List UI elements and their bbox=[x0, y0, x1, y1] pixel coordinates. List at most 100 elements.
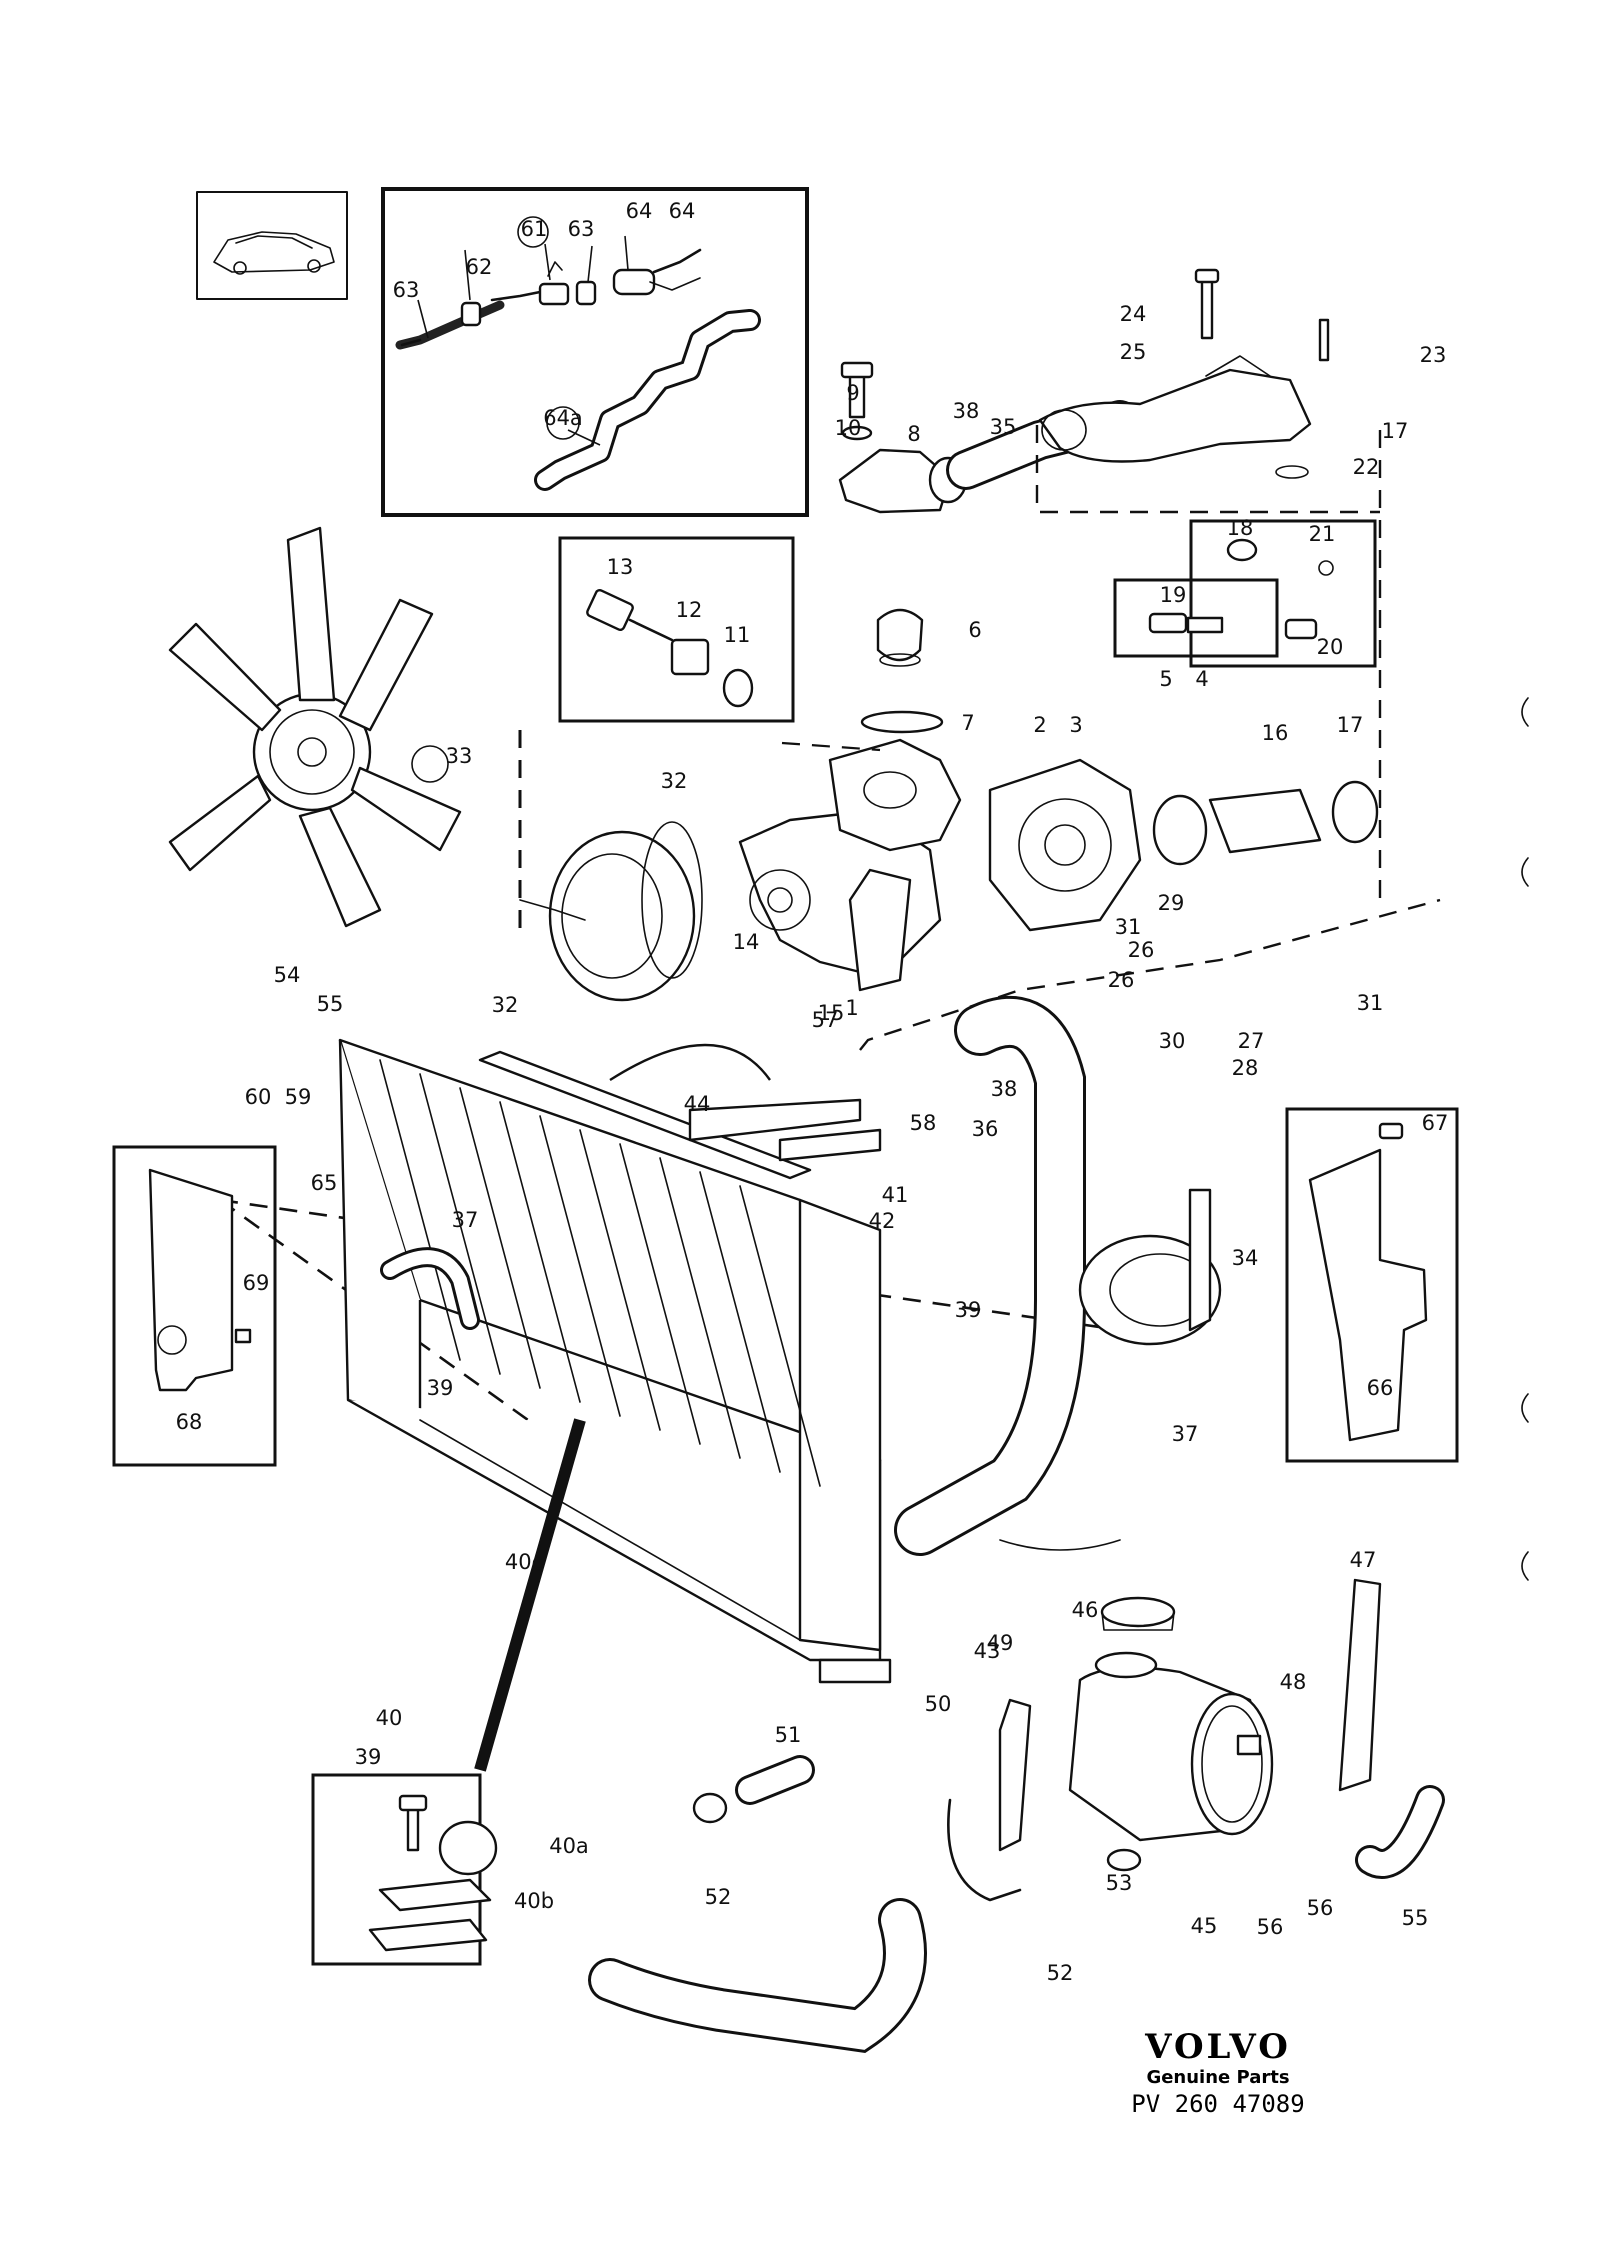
callout-31: 31 bbox=[1115, 915, 1142, 939]
inset-right-bracket bbox=[1285, 1107, 1459, 1463]
callout-54: 54 bbox=[274, 963, 301, 987]
brand-logo: VOLVO bbox=[1144, 2027, 1291, 2067]
callout-35: 35 bbox=[990, 415, 1017, 439]
callout-59: 59 bbox=[285, 1085, 312, 1109]
callout-13: 13 bbox=[607, 555, 634, 579]
callout-39: 39 bbox=[955, 1298, 982, 1322]
callout-64: 64 bbox=[626, 199, 653, 223]
callout-22: 22 bbox=[1353, 455, 1380, 479]
callout-16: 16 bbox=[1262, 721, 1289, 745]
callout-19: 19 bbox=[1160, 583, 1187, 607]
callout-48: 48 bbox=[1280, 1670, 1307, 1694]
callout-37: 37 bbox=[452, 1208, 479, 1232]
callout-27: 27 bbox=[1238, 1029, 1265, 1053]
callout-39: 39 bbox=[355, 1745, 382, 1769]
callout-37: 37 bbox=[1172, 1422, 1199, 1446]
callout-17: 17 bbox=[1337, 713, 1364, 737]
vehicle-thumbnail bbox=[196, 191, 348, 300]
callout-10: 10 bbox=[835, 416, 862, 440]
callout-62: 62 bbox=[466, 255, 493, 279]
brand-block: VOLVO Genuine Parts PV 260 47089 bbox=[1131, 2027, 1304, 2118]
callout-9: 9 bbox=[846, 381, 859, 405]
callout-30: 30 bbox=[1159, 1029, 1186, 1053]
callout-46: 46 bbox=[1072, 1598, 1099, 1622]
callout-58: 58 bbox=[910, 1111, 937, 1135]
callout-31: 31 bbox=[1357, 991, 1384, 1015]
callout-15: 15 bbox=[818, 1001, 845, 1025]
callout-55: 55 bbox=[1402, 1906, 1429, 1930]
callout-40b: 40b bbox=[514, 1889, 554, 1913]
callout-63: 63 bbox=[393, 278, 420, 302]
callout-11: 11 bbox=[724, 623, 751, 647]
callout-64: 64 bbox=[669, 199, 696, 223]
callout-38: 38 bbox=[953, 399, 980, 423]
callout-7: 7 bbox=[961, 711, 974, 735]
callout-51: 51 bbox=[775, 1723, 802, 1747]
callout-47: 47 bbox=[1350, 1548, 1377, 1572]
cooling-fan bbox=[168, 526, 462, 928]
callout-40a: 40a bbox=[549, 1834, 589, 1858]
callout-3: 3 bbox=[1069, 713, 1082, 737]
brand-reference: PV 260 47089 bbox=[1131, 2090, 1304, 2118]
inset-temp-sender bbox=[558, 536, 795, 723]
callout-52: 52 bbox=[705, 1885, 732, 1909]
brand-subtitle: Genuine Parts bbox=[1146, 2067, 1289, 2088]
callout-57: 57 bbox=[812, 1008, 839, 1032]
callout-36: 36 bbox=[972, 1117, 999, 1141]
margin-marks bbox=[1521, 697, 1529, 1581]
callout-29: 29 bbox=[1158, 891, 1185, 915]
callout-38: 38 bbox=[991, 1077, 1018, 1101]
expansion-tank bbox=[588, 1578, 1445, 2053]
inset-heater-valve bbox=[381, 187, 809, 517]
callout-40: 40 bbox=[376, 1706, 403, 1730]
callout-60: 60 bbox=[245, 1085, 272, 1109]
callout-24: 24 bbox=[1120, 302, 1147, 326]
callout-2: 2 bbox=[1033, 713, 1046, 737]
heavy-leader bbox=[474, 1418, 586, 1772]
callout-53: 53 bbox=[1106, 1871, 1133, 1895]
callout-41: 41 bbox=[882, 1183, 909, 1207]
callout-32: 32 bbox=[661, 769, 688, 793]
callout-45: 45 bbox=[1191, 1914, 1218, 1938]
callout-52: 52 bbox=[1047, 1961, 1074, 1985]
callout-66: 66 bbox=[1367, 1376, 1394, 1400]
callout-5: 5 bbox=[1159, 667, 1172, 691]
callout-39: 39 bbox=[427, 1376, 454, 1400]
callout-1: 1 bbox=[845, 996, 858, 1020]
callout-43: 43 bbox=[974, 1639, 1001, 1663]
callout-56: 56 bbox=[1257, 1915, 1284, 1939]
inset-sensors bbox=[1113, 519, 1377, 668]
callout-6: 6 bbox=[968, 618, 981, 642]
callout-26: 26 bbox=[1108, 968, 1135, 992]
callout-68: 68 bbox=[176, 1410, 203, 1434]
callout-14: 14 bbox=[733, 930, 760, 954]
callout-55: 55 bbox=[317, 992, 344, 1016]
callout-69: 69 bbox=[243, 1271, 270, 1295]
callout-32: 32 bbox=[492, 993, 519, 1017]
callout-64a: 64a bbox=[543, 406, 583, 430]
callout-40c: 40c bbox=[505, 1550, 543, 1574]
inset-clip bbox=[311, 1773, 498, 1966]
callout-17: 17 bbox=[1382, 419, 1409, 443]
callout-21: 21 bbox=[1309, 522, 1336, 546]
callout-56: 56 bbox=[1307, 1896, 1334, 1920]
callout-18: 18 bbox=[1227, 516, 1254, 540]
callout-20: 20 bbox=[1317, 635, 1344, 659]
callout-67: 67 bbox=[1422, 1111, 1449, 1135]
radiator bbox=[338, 1038, 892, 1684]
callout-44: 44 bbox=[684, 1092, 711, 1116]
lower-hose bbox=[894, 995, 1222, 1556]
callout-8: 8 bbox=[907, 422, 920, 446]
callout-61: 61 bbox=[521, 217, 548, 241]
callout-26: 26 bbox=[1128, 938, 1155, 962]
callout-34: 34 bbox=[1232, 1246, 1259, 1270]
callout-23: 23 bbox=[1420, 343, 1447, 367]
inset-left-bracket bbox=[112, 1145, 277, 1467]
callout-28: 28 bbox=[1232, 1056, 1259, 1080]
callout-63: 63 bbox=[568, 217, 595, 241]
callout-12: 12 bbox=[676, 598, 703, 622]
callout-4: 4 bbox=[1195, 667, 1208, 691]
